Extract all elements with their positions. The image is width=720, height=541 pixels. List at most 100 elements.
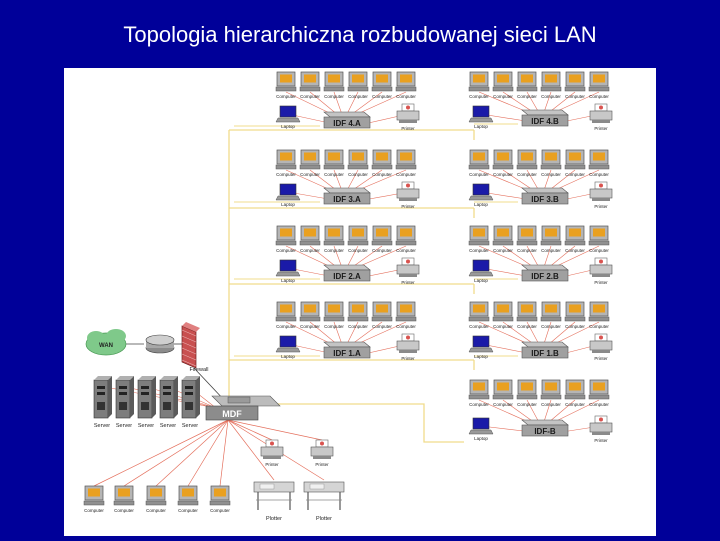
printer-icon [396, 181, 420, 201]
computer-icon [564, 301, 586, 322]
computer-icon [113, 485, 135, 506]
computer-node: Computer [492, 149, 513, 177]
computer-node: Computer [492, 301, 513, 329]
computer-icon [299, 225, 321, 246]
computer-node: Computer [371, 71, 392, 99]
printer-icon [589, 415, 613, 435]
computer-label: Computer [493, 248, 513, 253]
computer-node: Computer [299, 149, 320, 177]
laptop-icon [468, 335, 494, 353]
server-node: Server [159, 376, 178, 429]
slide-title: Topologia hierarchiczna rozbudowanej sie… [123, 22, 597, 47]
computer-node: Computer [395, 225, 416, 253]
computer-node: Computer [540, 71, 561, 99]
printer-icon [589, 333, 613, 353]
computer-icon [83, 485, 105, 506]
mdf-label: MDF [222, 409, 242, 419]
switch-node: IDF-B [521, 419, 569, 437]
computer-node: Computer [588, 71, 610, 99]
server-node: Server [181, 376, 200, 429]
computer-label: Computer [565, 324, 585, 329]
computer-node: Computer [516, 71, 537, 99]
computer-node: Computer [564, 225, 586, 253]
laptop-label: Laptop [474, 278, 488, 283]
plotter-icon [303, 481, 345, 510]
printer-node: Printer [260, 439, 284, 467]
computer-node: Computer [492, 379, 513, 407]
computer-icon [588, 379, 610, 400]
computer-icon [516, 225, 538, 246]
computer-node: Computer [468, 225, 489, 253]
computer-node: Computer [468, 71, 489, 99]
server-label: Server [116, 423, 132, 429]
computer-label: Computer [324, 94, 344, 99]
printer-icon [396, 103, 420, 123]
computer-label: Computer [541, 402, 561, 407]
computer-node: Computer [145, 485, 166, 513]
computer-label: Computer [589, 324, 609, 329]
mdf-node: MDF [205, 395, 281, 421]
computer-node: Computer [83, 485, 105, 513]
computer-icon [275, 71, 297, 92]
computer-node: Computer [347, 149, 368, 177]
switch-icon [323, 187, 371, 205]
switch-icon [521, 264, 569, 282]
computer-node: Computer [468, 149, 489, 177]
computer-label: Computer [300, 324, 320, 329]
printer-node: Printer [589, 257, 613, 285]
switch-icon [323, 111, 371, 129]
computer-icon [492, 71, 514, 92]
printer-node: Printer [310, 439, 334, 467]
server-icon [181, 376, 200, 419]
computer-label: Computer [178, 508, 198, 513]
computer-node: Computer [468, 379, 489, 407]
computer-node: Computer [564, 71, 585, 99]
computer-icon [564, 225, 586, 246]
computer-node: Computer [492, 71, 514, 99]
computer-label: Computer [276, 248, 296, 253]
computer-icon [588, 71, 610, 92]
computer-label: Computer [396, 172, 416, 177]
computer-label: Computer [565, 402, 585, 407]
computer-icon [588, 149, 610, 170]
computer-icon [177, 485, 199, 506]
computer-label: Computer [348, 324, 368, 329]
server-icon [93, 376, 112, 419]
computer-node: Computer [371, 301, 393, 329]
switch-node: IDF 3.B [521, 187, 569, 205]
computer-icon [347, 225, 369, 246]
computer-label: Computer [589, 248, 609, 253]
computer-label: Computer [84, 508, 104, 513]
switch-icon [323, 264, 371, 282]
connection-line [227, 419, 323, 441]
router-icon [145, 334, 175, 354]
computer-icon [299, 71, 321, 92]
computer-node: Computer [516, 149, 537, 177]
computer-label: Computer [541, 172, 561, 177]
idf-label: IDF 3.B [531, 195, 559, 204]
computer-label: Computer [372, 172, 392, 177]
connection-line [227, 419, 275, 481]
computer-icon [323, 71, 345, 92]
server-node: Server [93, 376, 112, 429]
computer-node: Computer [395, 149, 416, 177]
computer-label: Computer [493, 172, 513, 177]
computer-icon [395, 71, 417, 92]
printer-node: Printer [589, 415, 613, 443]
printer-label: Printer [594, 126, 608, 131]
laptop-node: Laptop [275, 183, 301, 207]
computer-icon [395, 301, 417, 322]
laptop-node: Laptop [468, 259, 494, 283]
computer-icon [564, 149, 586, 170]
computer-label: Computer [541, 324, 561, 329]
computer-icon [588, 301, 610, 322]
connection-line [93, 419, 229, 487]
laptop-icon [275, 183, 301, 201]
computer-label: Computer [372, 94, 392, 99]
computer-node: Computer [588, 225, 609, 253]
wan-label: WAN [99, 343, 113, 349]
computer-icon [371, 301, 393, 322]
